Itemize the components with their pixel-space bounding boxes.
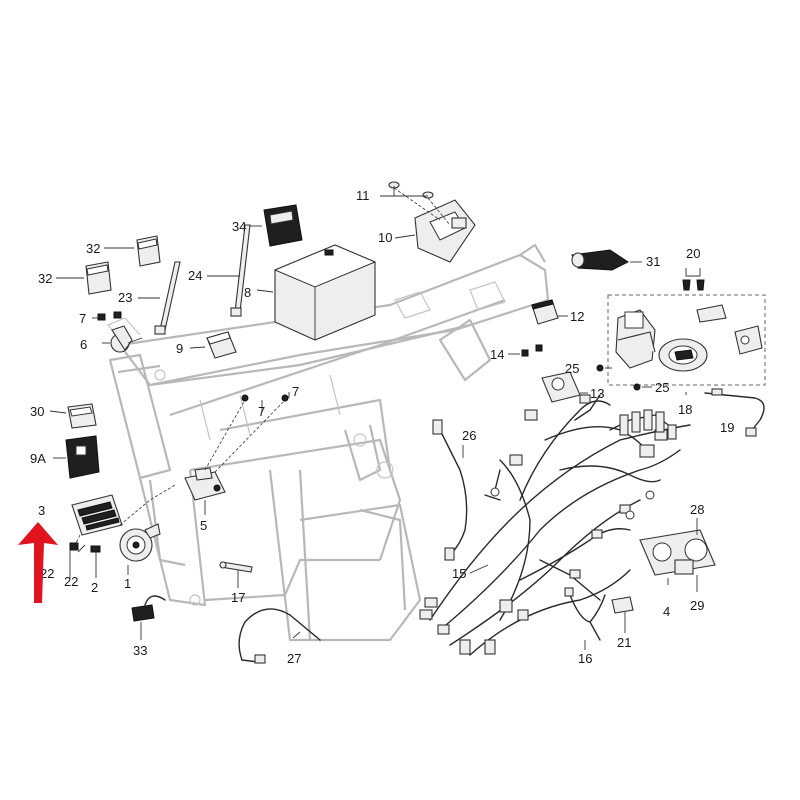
callout-29: 29: [690, 598, 704, 613]
horn-part: [119, 523, 161, 562]
relay-part-9: [206, 331, 237, 359]
callout-33: 33: [133, 643, 147, 658]
callout-3: 3: [38, 503, 45, 518]
callout-20: 20: [686, 246, 700, 261]
cable-part-19: [704, 388, 765, 437]
nuts-part-14: [521, 344, 543, 357]
callout-7c: 7: [292, 384, 299, 399]
callout-12: 12: [570, 309, 584, 324]
callout-19: 19: [720, 420, 734, 435]
callout-9a: 9A: [30, 451, 46, 466]
callout-26: 26: [462, 428, 476, 443]
relay-part-30: [67, 403, 97, 429]
callout-5: 5: [200, 518, 207, 533]
callout-25a: 25: [565, 361, 579, 376]
battery-part: [273, 244, 377, 341]
callout-21: 21: [617, 635, 631, 650]
motorcycle-frame: [107, 243, 550, 642]
sub-harness-part: [564, 587, 606, 641]
callout-32a: 32: [86, 241, 100, 256]
relay-part-12: [531, 299, 559, 325]
screws-part-25: [596, 364, 641, 391]
cable-tie-part-24: [230, 224, 251, 317]
callout-13: 13: [590, 386, 604, 401]
callout-31: 31: [646, 254, 660, 269]
callout-4: 4: [663, 604, 670, 619]
callout-labels: 1 2 3 4 5 6 7 7 7 8 9 9A 10 11 12 13 14 …: [30, 188, 734, 666]
callout-7a: 7: [79, 311, 86, 326]
ignition-coil-part: [184, 394, 289, 501]
relay-part-32b: [85, 261, 112, 295]
sticker-part-21: [611, 596, 634, 614]
callout-18: 18: [678, 402, 692, 417]
main-wire-harness-part: [419, 394, 691, 656]
callout-11: 11: [356, 188, 370, 203]
callout-8: 8: [244, 285, 251, 300]
pin-part-17: [219, 561, 253, 573]
callout-1: 1: [124, 576, 131, 591]
callout-10: 10: [378, 230, 392, 245]
relay-part-32a: [136, 235, 161, 267]
side-stand-switch-part: [97, 311, 143, 353]
callout-28: 28: [690, 502, 704, 517]
relay-part-9a: [65, 435, 100, 479]
callout-23: 23: [118, 290, 132, 305]
cable-tie-part-23: [154, 261, 181, 335]
callout-32b: 32: [38, 271, 52, 286]
callout-22b: 22: [64, 574, 78, 589]
key-set-kit-part: [607, 294, 766, 395]
callout-16: 16: [578, 651, 592, 666]
cover-part-31: [571, 249, 629, 271]
callout-25b: 25: [655, 380, 669, 395]
red-arrow-up-icon: [18, 522, 58, 603]
relay-part-34: [263, 204, 303, 247]
callout-14: 14: [490, 347, 504, 362]
callout-6: 6: [80, 337, 87, 352]
callout-7b: 7: [258, 404, 265, 419]
wire-lead-part-26: [432, 419, 468, 561]
callout-17: 17: [231, 590, 245, 605]
callout-27: 27: [287, 651, 301, 666]
callout-9: 9: [176, 341, 183, 356]
callout-30: 30: [30, 404, 44, 419]
callout-34: 34: [232, 219, 246, 234]
ecu-part: [414, 199, 476, 263]
bolt-part-2: [90, 545, 101, 578]
wire-lead-part-27: [238, 608, 321, 664]
ecu-screws-part: [380, 181, 451, 226]
callout-15: 15: [452, 566, 466, 581]
screws-part-20: [682, 268, 705, 291]
leader-lines: [49, 225, 652, 650]
flasher-part: [541, 371, 581, 403]
regulator-rectifier-part: [71, 484, 176, 546]
sensor-part-33: [131, 595, 166, 622]
callout-22a: 22: [40, 566, 54, 581]
callout-24: 24: [188, 268, 202, 283]
callout-2: 2: [91, 580, 98, 595]
nuts-part-22: [69, 542, 79, 551]
throttle-body-part: [639, 529, 716, 585]
